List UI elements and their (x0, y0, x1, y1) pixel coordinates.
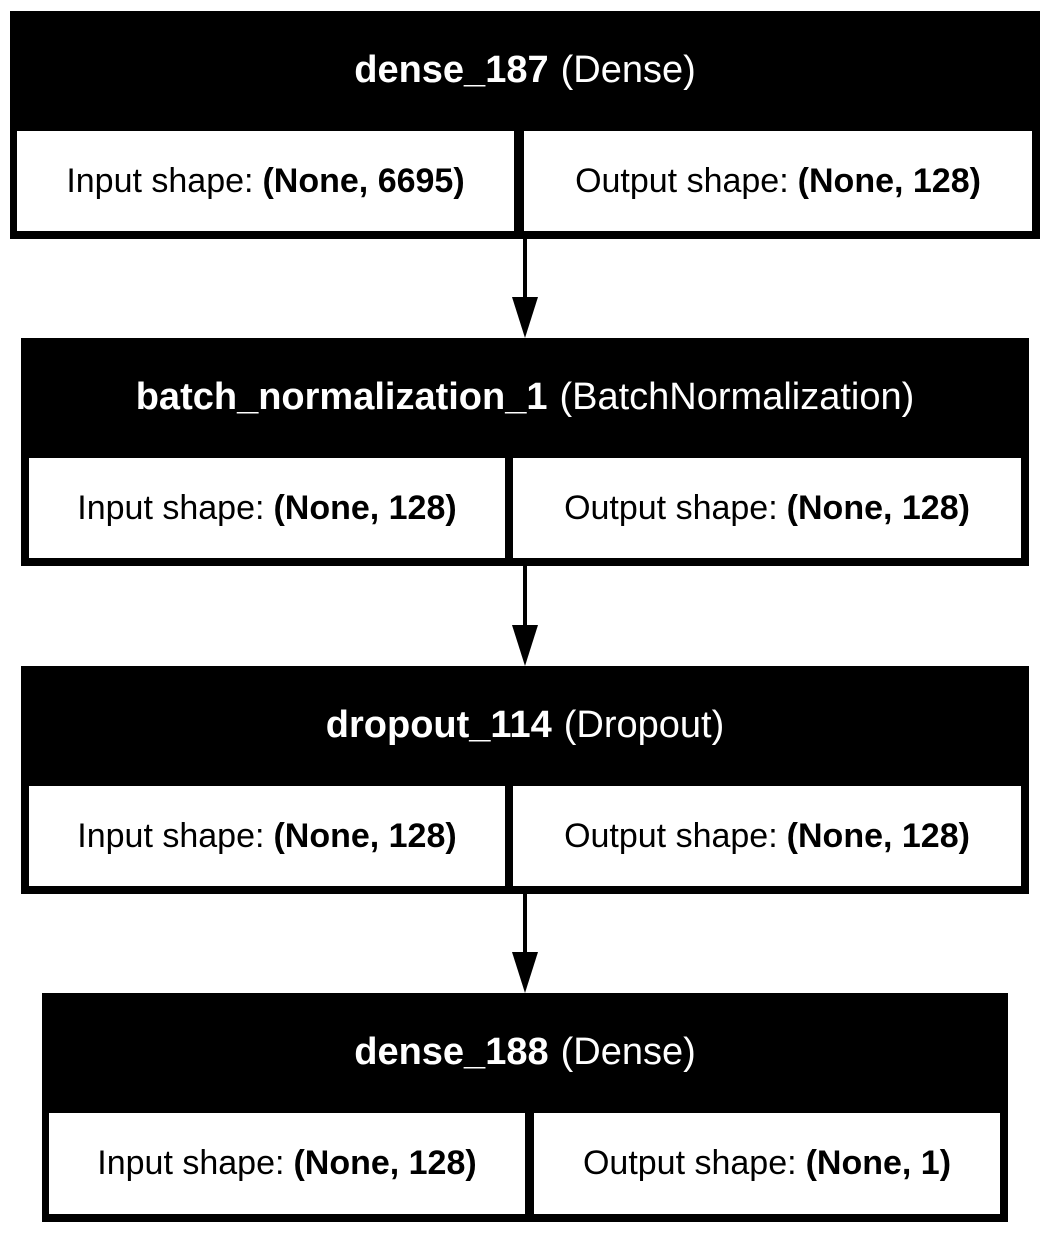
arrow-1-to-2 (512, 566, 538, 666)
layer-header: dropout_114 (Dropout) (21, 666, 1029, 784)
input-shape-cell: Input shape: (None, 6695) (17, 131, 514, 231)
layer-name: dense_188 (354, 1030, 549, 1073)
layer-node-dense-188: dense_188 (Dense) Input shape: (None, 12… (42, 993, 1008, 1222)
input-shape-value: (None, 128) (273, 816, 457, 855)
output-shape-cell: Output shape: (None, 1) (534, 1113, 1000, 1214)
input-shape-cell: Input shape: (None, 128) (29, 458, 505, 558)
input-shape-label: Input shape: (97, 1144, 285, 1182)
output-shape-label: Output shape: (564, 488, 778, 527)
input-shape-cell: Input shape: (None, 128) (49, 1113, 525, 1214)
input-shape-label: Input shape: (66, 161, 254, 200)
layer-type: (Dense) (560, 48, 696, 91)
output-shape-cell: Output shape: (None, 128) (513, 786, 1021, 886)
output-shape-value: (None, 128) (786, 488, 970, 527)
output-shape-cell: Output shape: (None, 128) (513, 458, 1021, 558)
output-shape-value: (None, 128) (786, 816, 970, 855)
layer-type: (Dense) (560, 1030, 696, 1073)
input-shape-label: Input shape: (77, 488, 265, 527)
layer-name: dense_187 (354, 48, 549, 91)
output-shape-label: Output shape: (564, 816, 778, 855)
output-shape-value: (None, 128) (797, 161, 981, 200)
layer-node-dense-187: dense_187 (Dense) Input shape: (None, 66… (10, 11, 1040, 239)
arrow-0-to-1 (512, 239, 538, 338)
layer-name: batch_normalization_1 (135, 375, 548, 418)
output-shape-label: Output shape: (575, 161, 789, 200)
arrow-2-to-3 (512, 894, 538, 993)
output-shape-cell: Output shape: (None, 128) (524, 131, 1032, 231)
input-shape-cell: Input shape: (None, 128) (29, 786, 505, 886)
input-shape-value: (None, 128) (293, 1144, 477, 1182)
layer-node-dropout-114: dropout_114 (Dropout) Input shape: (None… (21, 666, 1029, 894)
layer-type: (BatchNormalization) (559, 375, 915, 418)
output-shape-label: Output shape: (582, 1144, 797, 1182)
layer-node-batch-normalization-1: batch_normalization_1 (BatchNormalizatio… (21, 338, 1029, 566)
input-shape-value: (None, 128) (273, 488, 457, 527)
layer-header: batch_normalization_1 (BatchNormalizatio… (21, 338, 1029, 456)
output-shape-value: (None, 1) (805, 1144, 952, 1182)
input-shape-label: Input shape: (77, 816, 265, 855)
layer-header: dense_188 (Dense) (42, 993, 1008, 1111)
input-shape-value: (None, 6695) (262, 161, 465, 200)
layer-name: dropout_114 (325, 703, 552, 746)
layer-header: dense_187 (Dense) (10, 11, 1040, 129)
layer-type: (Dropout) (563, 703, 725, 746)
